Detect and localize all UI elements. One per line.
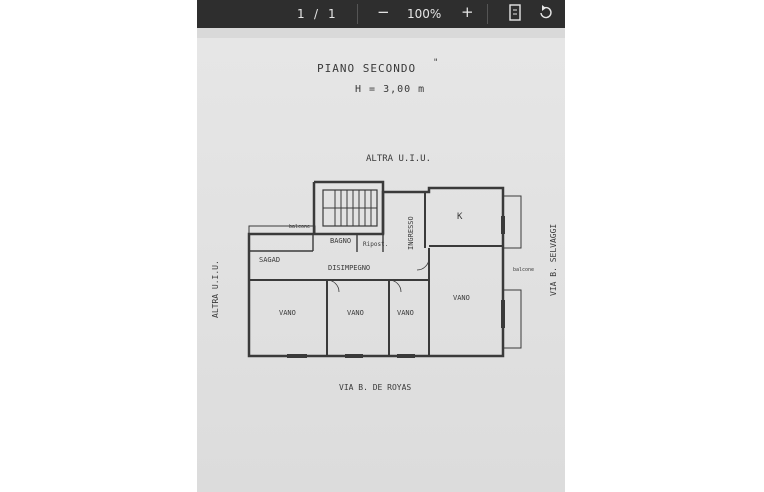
label-north: ALTRA U.I.U. bbox=[366, 154, 432, 164]
room-vano-2: VANO bbox=[347, 309, 364, 317]
room-bagno: BAGNO bbox=[330, 237, 352, 245]
room-disimpegno: DISIMPEGNO bbox=[328, 264, 371, 272]
room-vano-4: VANO bbox=[453, 294, 470, 302]
page-number-current[interactable]: 1 bbox=[297, 7, 305, 21]
zoom-out-button[interactable]: − bbox=[377, 3, 390, 21]
plan-title: PIANO SECONDO bbox=[317, 62, 417, 75]
label-south: VIA B. DE ROYAS bbox=[339, 383, 412, 392]
pdf-viewer: 1 / 1 − 100% + PIANO SECONDO " H = 3,00 … bbox=[197, 0, 565, 492]
floor-plan-drawing bbox=[247, 180, 522, 358]
toolbar-divider bbox=[357, 4, 358, 24]
toolbar-divider bbox=[487, 4, 488, 24]
rotate-icon[interactable] bbox=[537, 4, 555, 26]
room-balcone-nw: balcone bbox=[289, 224, 311, 230]
zoom-in-button[interactable]: + bbox=[461, 3, 474, 21]
page-fit-icon[interactable] bbox=[509, 4, 521, 26]
room-sgabuzzino: SAGAD bbox=[259, 256, 281, 264]
page-number-separator: / bbox=[314, 7, 319, 21]
floor-height: H = 3,00 m bbox=[355, 84, 426, 95]
title-mark: " bbox=[433, 58, 439, 68]
room-kitchen: K bbox=[457, 212, 463, 222]
page-number-total: 1 bbox=[328, 7, 336, 21]
document-page: PIANO SECONDO " H = 3,00 m ALTRA U.I.U. … bbox=[197, 38, 565, 492]
zoom-level[interactable]: 100% bbox=[407, 7, 442, 21]
room-ingresso: INGRESSO bbox=[407, 216, 415, 250]
room-vano-1: VANO bbox=[279, 309, 296, 317]
viewer-toolbar: 1 / 1 − 100% + bbox=[197, 0, 565, 28]
room-vano-3: VANO bbox=[397, 309, 414, 317]
room-balcone-e: balcone bbox=[513, 267, 535, 273]
room-ripost: Ripost. bbox=[363, 241, 389, 248]
